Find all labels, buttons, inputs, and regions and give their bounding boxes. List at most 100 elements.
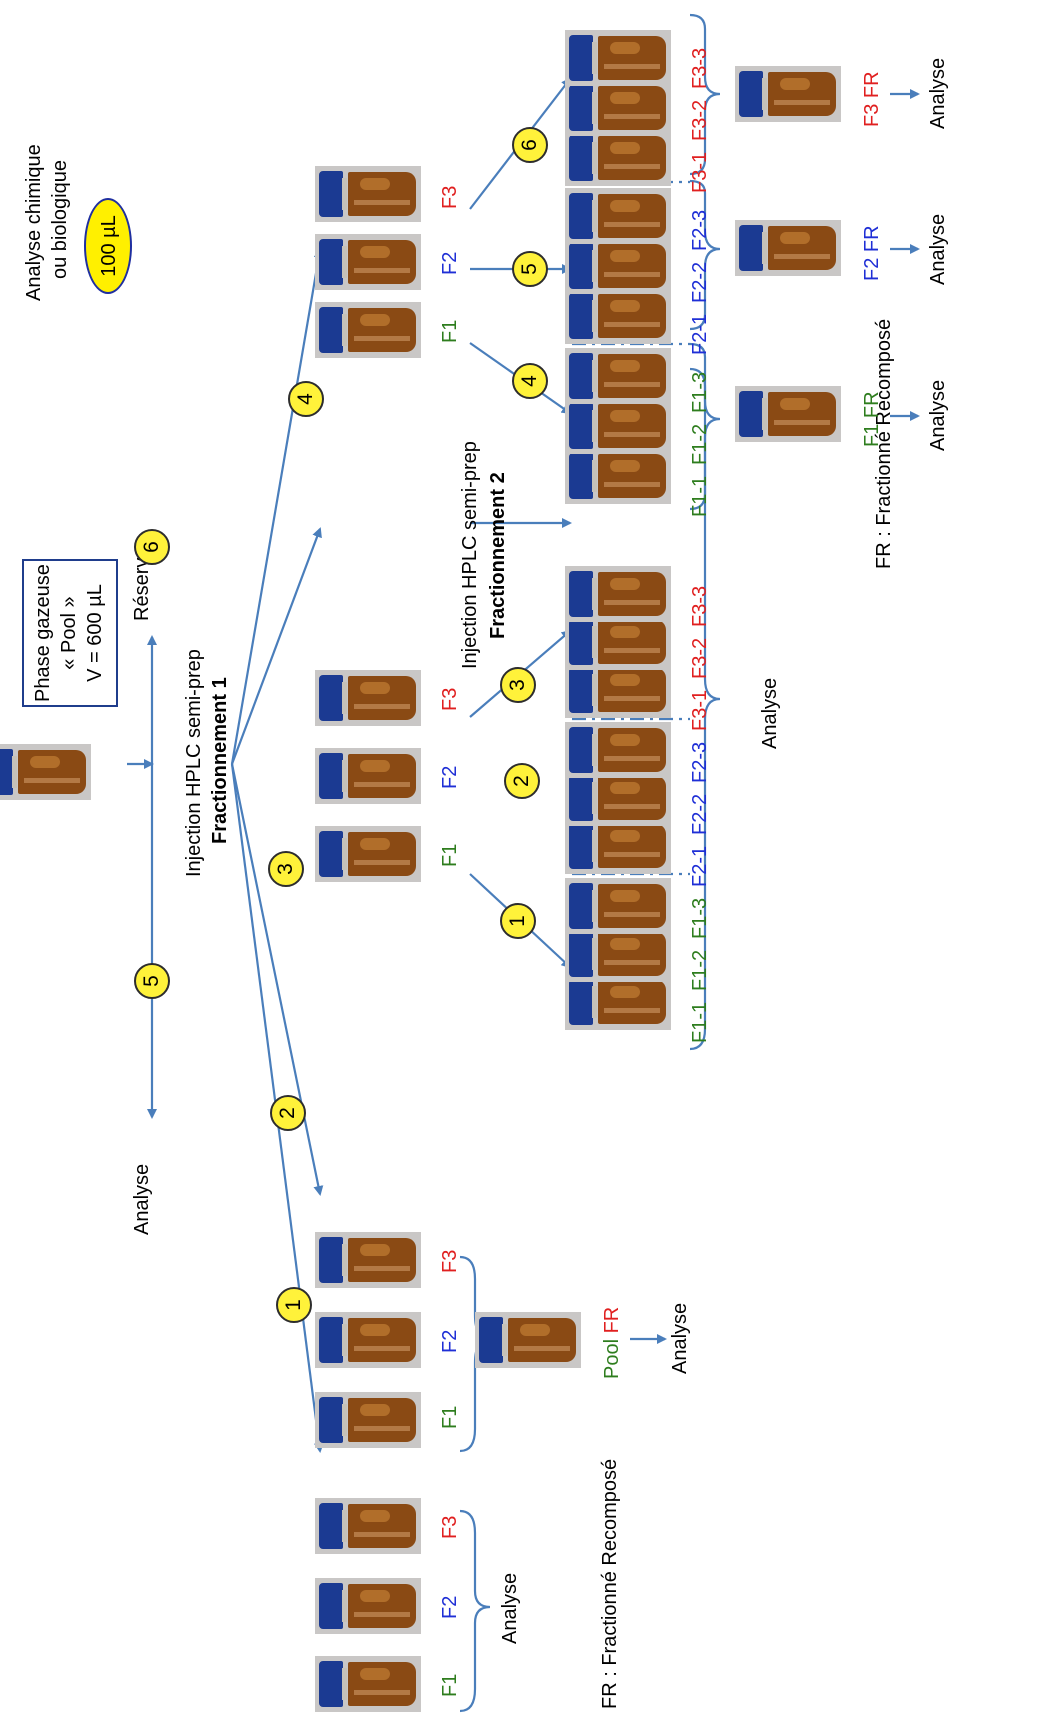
vial-icon bbox=[315, 1392, 421, 1448]
f3-fr-label: F3 FR bbox=[861, 71, 883, 127]
sub-label-r-f1-3: F1-3 bbox=[689, 371, 711, 413]
sub-label-r-f2-3: F2-3 bbox=[689, 209, 711, 251]
g1-f2: F2 bbox=[439, 1595, 461, 1619]
step-2-badge: 2 bbox=[270, 1095, 306, 1131]
vial-icon bbox=[315, 1498, 421, 1554]
step-4b-badge: 4 bbox=[512, 363, 548, 399]
poolfr-analyse: Analyse bbox=[669, 1302, 691, 1374]
sub-label-f3-2: F3-2 bbox=[689, 637, 711, 679]
sub-label-f3-3: F3-3 bbox=[689, 585, 711, 627]
step-5-badge: 5 bbox=[134, 963, 170, 999]
vial-icon bbox=[315, 234, 421, 290]
sub-label-r-f1-1: F1-1 bbox=[689, 475, 711, 517]
step-2b-badge: 2 bbox=[504, 763, 540, 799]
vial-icon bbox=[315, 1578, 421, 1634]
g3-f2: F2 bbox=[439, 765, 461, 789]
sub-label-r-f2-2: F2-2 bbox=[689, 261, 711, 303]
vial-icon bbox=[315, 302, 421, 358]
g1-f1: F1 bbox=[439, 1673, 461, 1697]
sub-label-r-f2-1: F2-1 bbox=[689, 313, 711, 355]
sub-label-r-f3-3: F3-3 bbox=[689, 47, 711, 89]
f2fr-analyse: Analyse bbox=[927, 213, 949, 285]
sub-label-r-f1-2: F1-2 bbox=[689, 423, 711, 465]
g3-analyse: Analyse bbox=[759, 677, 781, 749]
step-3-badge: 3 bbox=[268, 851, 304, 887]
sub-label-f2-1: F2-1 bbox=[689, 845, 711, 887]
g1-analyse: Analyse bbox=[499, 1572, 521, 1644]
arrow-branch-2 bbox=[230, 763, 324, 1196]
vial-icon bbox=[315, 748, 421, 804]
f2-fr-label: F2 FR bbox=[861, 225, 883, 281]
injection-1-line-2: Fractionnement 1 bbox=[209, 677, 231, 844]
injection-2-line-2: Fractionnement 2 bbox=[487, 472, 509, 639]
vial-icon bbox=[315, 1656, 421, 1712]
pool-fr-label: Pool FR bbox=[601, 1306, 623, 1379]
vial-icon bbox=[315, 826, 421, 882]
vial-icon bbox=[565, 130, 671, 186]
sub-label-f1-2: F1-2 bbox=[689, 949, 711, 991]
vial-icon bbox=[0, 744, 91, 800]
vial-icon bbox=[565, 770, 671, 826]
vial-icon bbox=[315, 1312, 421, 1368]
brace-group-5 bbox=[689, 179, 721, 331]
sub-label-f2-2: F2-2 bbox=[689, 793, 711, 835]
vial-icon bbox=[565, 448, 671, 504]
vial-icon bbox=[565, 566, 671, 622]
step-4-badge: 4 bbox=[288, 381, 324, 417]
vial-icon bbox=[565, 974, 671, 1030]
step-6b-badge: 6 bbox=[512, 127, 548, 163]
step-3b-badge: 3 bbox=[500, 667, 536, 703]
g2-f2: F2 bbox=[439, 1329, 461, 1353]
vial-icon bbox=[565, 818, 671, 874]
vial-icon bbox=[475, 1312, 581, 1368]
vial-icon bbox=[565, 926, 671, 982]
footnote-1: FR : Fractionné Recomposé bbox=[599, 1458, 621, 1709]
g2-f3: F3 bbox=[439, 1249, 461, 1273]
vial-icon bbox=[735, 66, 841, 122]
volume-ellipse: 100 µL bbox=[84, 198, 132, 294]
side-analyse-label: Analyse bbox=[131, 1163, 153, 1235]
vial-icon bbox=[735, 386, 841, 442]
g4-f1: F1 bbox=[439, 319, 461, 343]
vial-icon bbox=[315, 670, 421, 726]
injection-2-bold: Fractionnement 2 bbox=[487, 472, 509, 639]
g2-f1: F1 bbox=[439, 1405, 461, 1429]
injection-1-bold: Fractionnement 1 bbox=[209, 677, 231, 844]
arrow-branch-3 bbox=[230, 527, 322, 765]
vial-icon bbox=[565, 238, 671, 294]
step-1b-badge: 1 bbox=[500, 903, 536, 939]
sub-label-f1-1: F1-1 bbox=[689, 1001, 711, 1043]
g4-f3: F3 bbox=[439, 185, 461, 209]
g3-f3: F3 bbox=[439, 687, 461, 711]
vial-icon bbox=[565, 30, 671, 86]
vial-icon bbox=[565, 80, 671, 136]
sub-label-f1-3: F1-3 bbox=[689, 897, 711, 939]
vial-icon bbox=[565, 188, 671, 244]
step-6-badge: 6 bbox=[134, 529, 170, 565]
step-1-badge: 1 bbox=[276, 1287, 312, 1323]
source-line-2: « Pool » bbox=[58, 596, 80, 670]
step-5b-badge: 5 bbox=[512, 251, 548, 287]
vial-icon bbox=[565, 878, 671, 934]
brace-group-4 bbox=[689, 342, 721, 511]
g3-f1: F1 bbox=[439, 843, 461, 867]
vial-icon bbox=[735, 220, 841, 276]
sub-label-r-f3-2: F3-2 bbox=[689, 99, 711, 141]
vial-icon bbox=[565, 722, 671, 778]
source-line-3: V = 600 µL bbox=[84, 584, 106, 682]
pool-red: FR bbox=[601, 1306, 623, 1334]
injection-1-line-1: Injection HPLC semi-prep bbox=[183, 649, 205, 877]
arrow-branch-4 bbox=[230, 248, 324, 765]
brace-group-1 bbox=[459, 1509, 491, 1713]
f3fr-analyse: Analyse bbox=[927, 57, 949, 129]
vial-icon bbox=[565, 614, 671, 670]
brace-group-6 bbox=[689, 13, 721, 176]
vial-icon bbox=[565, 398, 671, 454]
sub-label-f2-3: F2-3 bbox=[689, 741, 711, 783]
sub-label-r-f3-1: F3-1 bbox=[689, 151, 711, 193]
f1fr-analyse: Analyse bbox=[927, 379, 949, 451]
source-box: Phase gazeuse « Pool » V = 600 µL bbox=[22, 559, 118, 707]
vial-icon bbox=[565, 288, 671, 344]
